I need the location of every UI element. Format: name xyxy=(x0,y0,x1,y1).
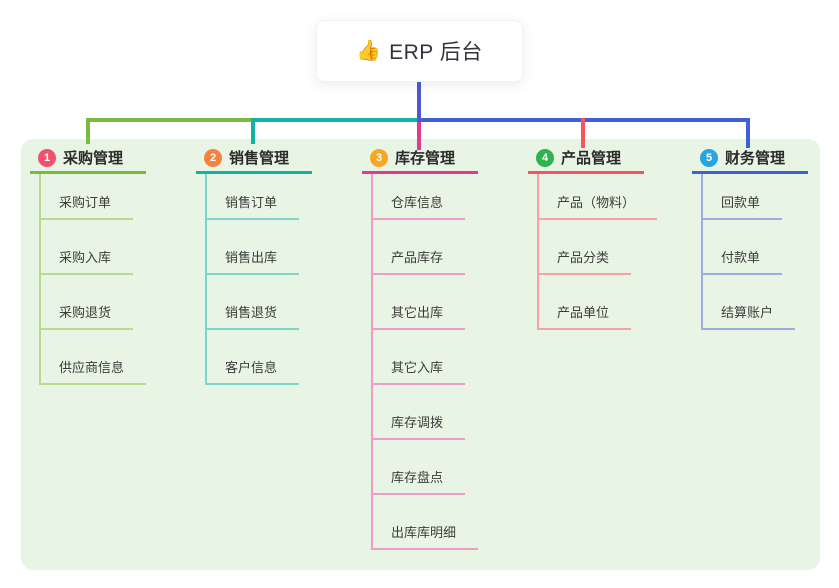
child-node-label[interactable]: 其它入库 xyxy=(373,357,466,385)
child-node-label[interactable]: 其它出库 xyxy=(373,302,466,330)
branches-group-panel xyxy=(21,139,820,570)
branch-title: 产品管理 xyxy=(561,150,622,167)
branch-children: 销售订单 销售出库 销售退货 客户信息 xyxy=(205,174,346,385)
branch-title: 财务管理 xyxy=(725,150,786,167)
branch-number-badge: 5 xyxy=(700,148,718,167)
child-node-label[interactable]: 产品单位 xyxy=(539,302,632,330)
branch-column-3: 3 库存管理 仓库信息 产品库存 其它出库 其它入库 库存调拨 库存盘点 出库库… xyxy=(362,148,512,550)
child-node-row: 结算账户 xyxy=(703,275,839,330)
child-node-row: 客户信息 xyxy=(207,330,346,385)
child-node-label[interactable]: 库存盘点 xyxy=(373,467,466,495)
child-node-row: 其它入库 xyxy=(373,330,512,385)
child-node-label[interactable]: 产品分类 xyxy=(539,247,632,275)
branch-number-badge: 2 xyxy=(204,148,222,167)
child-node-label[interactable]: 销售出库 xyxy=(207,247,300,275)
branch-header[interactable]: 4 产品管理 xyxy=(528,148,644,174)
branch-children: 产品（物料） 产品分类 产品单位 xyxy=(537,174,678,330)
branch-children: 回款单 付款单 结算账户 xyxy=(701,174,839,330)
branch-number-badge: 1 xyxy=(38,148,56,167)
child-node-row: 产品（物料） xyxy=(539,174,678,220)
child-node-row: 库存盘点 xyxy=(373,440,512,495)
root-node-label: ERP 后台 xyxy=(389,41,483,64)
connector-branch5-stub xyxy=(746,118,750,148)
connector-branch1-horizontal xyxy=(86,118,255,122)
child-node-label[interactable]: 客户信息 xyxy=(207,357,300,385)
child-node-row: 仓库信息 xyxy=(373,174,512,220)
branch-number-badge: 4 xyxy=(536,148,554,167)
branch-header[interactable]: 1 采购管理 xyxy=(30,148,146,174)
child-node-row: 销售订单 xyxy=(207,174,346,220)
child-node-row: 采购退货 xyxy=(41,275,180,330)
connector-branch2-stub xyxy=(251,118,255,144)
branch-number-badge: 3 xyxy=(370,148,388,167)
child-node-row: 其它出库 xyxy=(373,275,512,330)
child-node-label[interactable]: 产品（物料） xyxy=(539,192,658,220)
thumbs-up-icon: 👍 xyxy=(356,40,382,62)
child-node-row: 付款单 xyxy=(703,220,839,275)
root-node[interactable]: 👍 ERP 后台 xyxy=(316,20,523,82)
child-node-label[interactable]: 出库库明细 xyxy=(373,522,479,550)
branch-children: 仓库信息 产品库存 其它出库 其它入库 库存调拨 库存盘点 出库库明细 xyxy=(371,174,512,550)
branch-column-4: 4 产品管理 产品（物料） 产品分类 产品单位 xyxy=(528,148,678,330)
child-node-label[interactable]: 销售订单 xyxy=(207,192,300,220)
connector-branch4-stub xyxy=(581,118,585,148)
branch-title: 库存管理 xyxy=(395,150,456,167)
child-node-row: 采购入库 xyxy=(41,220,180,275)
connector-root-vertical xyxy=(417,82,421,122)
connector-branch3-stub xyxy=(417,120,421,150)
child-node-label[interactable]: 回款单 xyxy=(703,192,783,220)
branch-title: 销售管理 xyxy=(229,150,290,167)
child-node-row: 产品单位 xyxy=(539,275,678,330)
branch-header[interactable]: 3 库存管理 xyxy=(362,148,478,174)
child-node-row: 销售出库 xyxy=(207,220,346,275)
child-node-label[interactable]: 采购退货 xyxy=(41,302,134,330)
child-node-label[interactable]: 结算账户 xyxy=(703,302,796,330)
child-node-label[interactable]: 采购入库 xyxy=(41,247,134,275)
connector-branch1-stub xyxy=(86,118,90,144)
branch-column-2: 2 销售管理 销售订单 销售出库 销售退货 客户信息 xyxy=(196,148,346,385)
branch-column-1: 1 采购管理 采购订单 采购入库 采购退货 供应商信息 xyxy=(30,148,180,385)
child-node-label[interactable]: 供应商信息 xyxy=(41,357,147,385)
branch-title: 采购管理 xyxy=(63,150,124,167)
child-node-label[interactable]: 采购订单 xyxy=(41,192,134,220)
child-node-label[interactable]: 销售退货 xyxy=(207,302,300,330)
child-node-row: 产品分类 xyxy=(539,220,678,275)
child-node-label[interactable]: 库存调拨 xyxy=(373,412,466,440)
branch-header[interactable]: 5 财务管理 xyxy=(692,148,808,174)
child-node-label[interactable]: 付款单 xyxy=(703,247,783,275)
child-node-row: 采购订单 xyxy=(41,174,180,220)
child-node-label[interactable]: 产品库存 xyxy=(373,247,466,275)
connector-branch2-horizontal xyxy=(251,118,421,122)
child-node-row: 库存调拨 xyxy=(373,385,512,440)
branch-column-5: 5 财务管理 回款单 付款单 结算账户 xyxy=(692,148,839,330)
branch-header[interactable]: 2 销售管理 xyxy=(196,148,312,174)
branch-children: 采购订单 采购入库 采购退货 供应商信息 xyxy=(39,174,180,385)
child-node-row: 销售退货 xyxy=(207,275,346,330)
child-node-row: 回款单 xyxy=(703,174,839,220)
child-node-label[interactable]: 仓库信息 xyxy=(373,192,466,220)
child-node-row: 出库库明细 xyxy=(373,495,512,550)
child-node-row: 产品库存 xyxy=(373,220,512,275)
child-node-row: 供应商信息 xyxy=(41,330,180,385)
